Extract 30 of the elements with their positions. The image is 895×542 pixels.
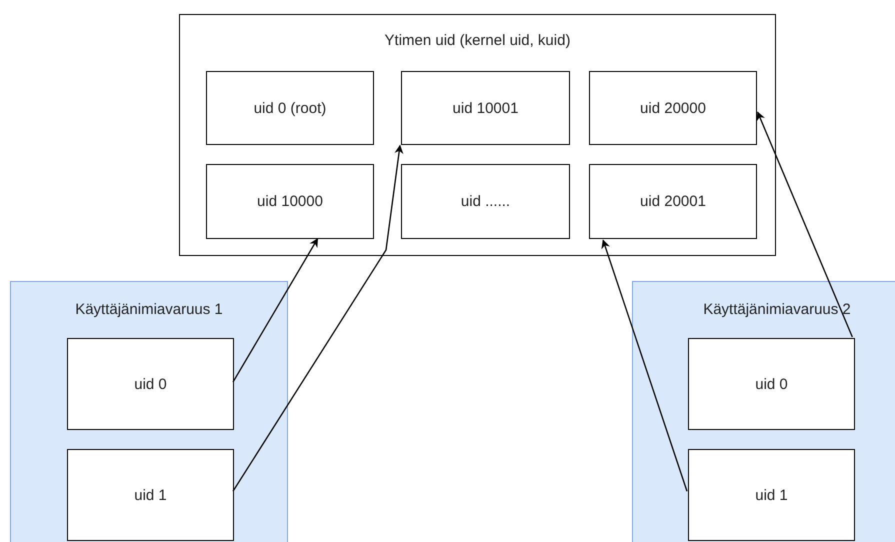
namespace-panel xyxy=(632,281,895,542)
arrow xyxy=(601,239,688,492)
arrow xyxy=(232,238,318,382)
uid-label: uid 1 xyxy=(755,486,788,504)
uid-box xyxy=(206,71,374,145)
uid-box xyxy=(401,71,570,145)
uid-box xyxy=(688,338,855,430)
uid-box xyxy=(589,164,757,239)
uid-box xyxy=(206,164,374,239)
container-box xyxy=(179,14,776,256)
uid-box xyxy=(67,449,234,541)
uid-label: uid 10001 xyxy=(452,100,518,116)
uid-label: uid ...... xyxy=(460,193,510,210)
uid-label: uid 0 xyxy=(134,376,167,392)
uid-box xyxy=(589,71,757,145)
group-heading: Ytimen uid (kernel uid, kuid) xyxy=(384,32,572,49)
uid-label: uid 1 xyxy=(134,486,167,504)
group-heading: Käyttäjänimiavaruus 2 xyxy=(702,301,852,318)
arrow xyxy=(756,111,853,338)
uid-box xyxy=(401,164,570,239)
uid-label: uid 20000 xyxy=(640,100,706,116)
uid-box xyxy=(688,449,855,541)
uid-label: uid 0 (root) xyxy=(254,100,326,116)
uid-label: uid 10000 xyxy=(257,193,323,210)
uid-label: uid 20001 xyxy=(640,193,706,210)
group-heading: Käyttäjänimiavaruus 1 xyxy=(74,301,224,318)
namespace-panel xyxy=(10,281,288,542)
arrow xyxy=(232,144,404,492)
uid-label: uid 0 xyxy=(755,376,788,392)
uid-box xyxy=(67,338,234,430)
